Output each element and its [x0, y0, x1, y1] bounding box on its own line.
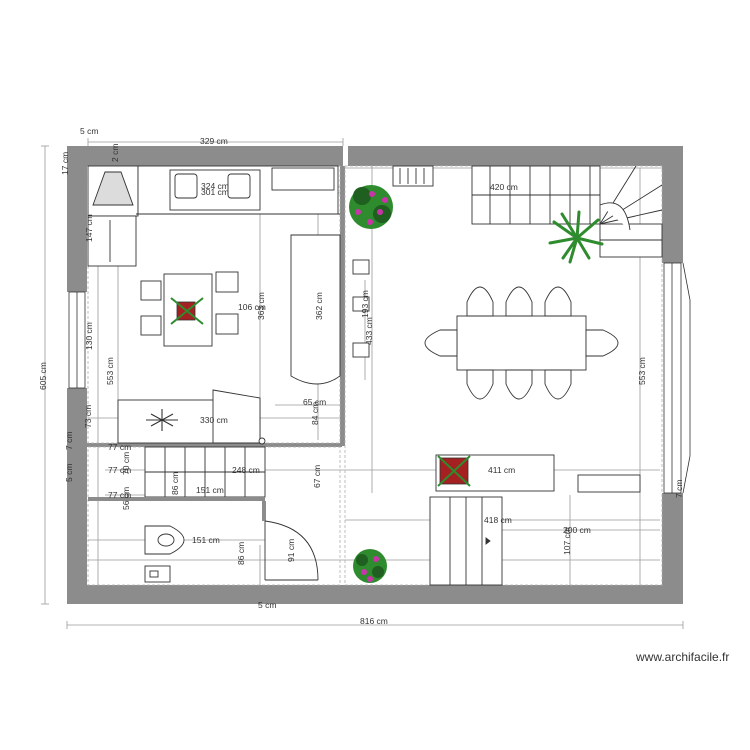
dim-label: 605 cm [38, 362, 48, 390]
dim-label: 330 cm [200, 415, 228, 425]
dim-label: 91 cm [286, 539, 296, 562]
dim-label: 2 cm [110, 144, 120, 162]
dim-label: 363 cm [256, 292, 266, 320]
dim-label: 130 cm [84, 322, 94, 350]
dim-label: 324 cm [201, 181, 229, 191]
rug-icon [437, 455, 471, 487]
dim-label: 5 cm [258, 600, 276, 610]
bathroom [88, 446, 319, 583]
dim-label: 362 cm [314, 292, 324, 320]
dim-label: 553 cm [637, 357, 647, 385]
dim-label: 301 cm [201, 187, 229, 197]
dim-label: 420 cm [490, 182, 518, 192]
plant-icon [353, 549, 387, 583]
dim-label: 5 cm [64, 464, 74, 482]
palm-plant-icon [548, 210, 604, 264]
dim-label: 73 cm [83, 405, 93, 428]
dim-label: 106 cm [238, 302, 266, 312]
dimension-labels: 5 cm 329 cm 17 cm 2 cm 324 cm 301 cm 420… [38, 126, 684, 626]
dim-label: 77 cm [108, 490, 131, 500]
dim-label: 151 cm [192, 535, 220, 545]
dim-label: 86 cm [170, 472, 180, 495]
dim-label: 7 cm [64, 432, 74, 450]
dim-label: 56 cm [121, 487, 131, 510]
windows [68, 262, 691, 494]
dim-label: 7 cm [674, 480, 684, 498]
dim-label: 553 cm [105, 357, 115, 385]
dim-label: 147 cm [84, 214, 94, 242]
kitchen [87, 165, 341, 445]
dim-label: 17 cm [60, 152, 70, 175]
dim-label: 77 cm [108, 465, 131, 475]
dim-label: 67 cm [312, 465, 322, 488]
dim-label: 433 cm [364, 317, 374, 345]
rug-icon [170, 297, 204, 325]
dim-label: 107 cm [562, 527, 572, 555]
dim-label: 65 cm [303, 397, 326, 407]
dim-label: 151 cm [196, 485, 224, 495]
dim-label: 248 cm [232, 465, 260, 475]
dim-label: 5 cm [80, 126, 98, 136]
dim-label: 329 cm [200, 136, 228, 146]
dim-label: 411 cm [488, 465, 515, 475]
dim-label: 86 cm [236, 542, 246, 565]
watermark: www.archifacile.fr [635, 650, 729, 664]
living-room [352, 165, 663, 586]
dashed-outlines [87, 165, 663, 586]
dim-label: 70 cm [121, 452, 131, 475]
dim-label: 84 cm [310, 402, 320, 425]
dim-label: 418 cm [484, 515, 512, 525]
snowflake-icon [146, 409, 178, 431]
plant-icon [349, 185, 393, 229]
walls [67, 146, 683, 604]
dim-label: 77 cm [108, 442, 131, 452]
dim-label: 200 cm [563, 525, 591, 535]
dim-label: 816 cm [360, 616, 388, 626]
dim-label: 193 cm [360, 290, 370, 318]
